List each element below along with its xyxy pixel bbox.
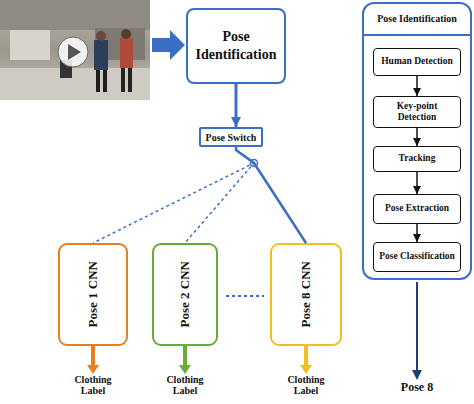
connector	[416, 76, 418, 96]
output-label: Clothing Label	[68, 375, 118, 396]
node-text: Key-point Detection	[374, 101, 460, 124]
node-text: Human Detection	[381, 56, 453, 67]
person-leg	[96, 70, 100, 92]
output-arrow-head	[179, 365, 191, 374]
person-head	[121, 29, 131, 39]
play-triangle	[68, 44, 81, 60]
switch-junction	[251, 160, 258, 167]
output-arrow	[91, 346, 95, 366]
node-text: Pose Extraction	[385, 203, 449, 214]
connector	[236, 147, 306, 243]
output-arrow	[304, 346, 308, 366]
connector	[416, 172, 418, 194]
panel-box: Pose IdentificationHuman DetectionKey-po…	[362, 2, 472, 280]
step-box: Human Detection	[373, 48, 461, 76]
person-head	[96, 31, 106, 41]
video-thumbnail	[0, 0, 150, 100]
step-box: Key-point Detection	[373, 96, 461, 128]
result-label: Pose 8	[387, 381, 447, 394]
result-arrow	[416, 282, 418, 372]
step-box: Tracking	[373, 146, 461, 172]
connector	[93, 147, 254, 243]
output-arrow-head	[300, 365, 312, 374]
ellipsis-line	[226, 295, 264, 297]
step-box: Pose Extraction	[373, 194, 461, 224]
output-label: Clothing Label	[281, 375, 331, 396]
result-arrow-head	[412, 370, 422, 380]
connector	[416, 128, 418, 146]
node-text: Pose Classification	[379, 251, 455, 262]
input-arrow	[152, 30, 185, 60]
connector	[185, 147, 254, 243]
output-arrow	[183, 346, 187, 366]
play-button	[58, 37, 88, 67]
node-text: Pose Switch	[206, 132, 257, 143]
cnn-box: Pose 8 CNN	[270, 243, 342, 346]
process-box: Pose Identification	[186, 8, 286, 84]
node-text: Pose 8 CNN	[298, 261, 314, 327]
floor	[0, 68, 150, 100]
output-arrow-head	[87, 365, 99, 374]
cnn-box: Pose 1 CNN	[58, 243, 128, 346]
output-label: Clothing Label	[160, 375, 210, 396]
node-text: Tracking	[399, 153, 436, 164]
node-text: Pose 2 CNN	[177, 261, 193, 327]
person	[120, 38, 133, 68]
node-text: Pose Identification	[364, 4, 470, 36]
person-leg	[121, 68, 125, 92]
connector	[235, 84, 238, 127]
node-text: Pose 1 CNN	[85, 261, 101, 327]
person	[94, 40, 108, 70]
cnn-box: Pose 2 CNN	[152, 243, 218, 346]
video-frame	[0, 0, 150, 100]
switch-box: Pose Switch	[199, 127, 263, 147]
background-shop	[10, 30, 50, 60]
person-leg	[103, 70, 107, 92]
ceiling	[0, 0, 150, 30]
step-box: Pose Classification	[373, 242, 461, 272]
node-text: Pose Identification	[188, 28, 284, 64]
person-leg	[128, 68, 132, 92]
connector	[416, 224, 418, 242]
